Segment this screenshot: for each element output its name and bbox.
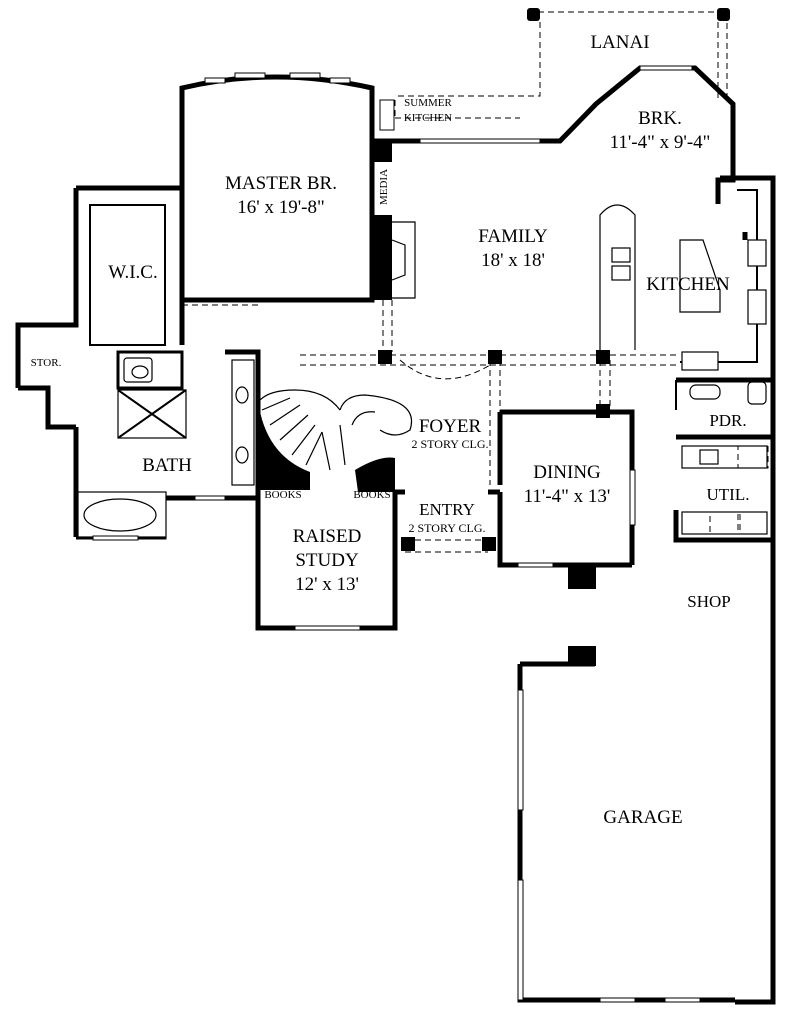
media-label: MEDIA	[378, 169, 390, 205]
opening-lines	[182, 100, 676, 553]
master-dims: 16' x 19'-8"	[237, 197, 324, 218]
brk-dims: 11'-4" x 9'-4"	[610, 132, 711, 153]
shop-label: SHOP	[687, 592, 730, 611]
spiral-stairs	[259, 389, 413, 471]
foyer-label: FOYER	[419, 416, 482, 437]
garage-label: GARAGE	[603, 807, 682, 828]
kitchen-fixtures	[599, 204, 767, 371]
family-dims: 18' x 18'	[481, 250, 545, 271]
util-label: UTIL.	[707, 485, 750, 504]
master-label: MASTER BR.	[225, 173, 337, 194]
foyer-note: 2 STORY CLG.	[411, 437, 488, 451]
study-dims: 12' x 13'	[295, 574, 359, 595]
study-label: RAISED	[293, 526, 362, 547]
books-left-label: BOOKS	[264, 489, 301, 501]
summer-kitchen-label: SUMMER	[404, 97, 452, 109]
summer-kitchen-label-2: KITCHEN	[404, 112, 452, 124]
wic-label: W.I.C.	[108, 262, 157, 283]
brk-label: BRK.	[638, 108, 682, 129]
family-label: FAMILY	[478, 226, 548, 247]
fireplace	[391, 221, 416, 299]
windows	[92, 65, 701, 1003]
dining-label: DINING	[533, 462, 601, 483]
room-labels: LANAI SUMMER KITCHEN BRK. 11'-4" x 9'-4"…	[31, 32, 750, 828]
stor-label: STOR.	[31, 357, 62, 369]
columns	[258, 140, 610, 666]
books-right-label: BOOKS	[353, 489, 390, 501]
bath-fixtures	[77, 357, 255, 538]
bath-label: BATH	[142, 455, 192, 476]
utility-fixtures	[681, 381, 769, 535]
lanai-outline	[395, 8, 730, 119]
entry-label: ENTRY	[419, 500, 475, 519]
kitchen-label: KITCHEN	[646, 274, 730, 295]
lanai-label: LANAI	[590, 32, 649, 53]
dining-dims: 11'-4" x 13'	[524, 486, 611, 507]
pdr-label: PDR.	[709, 411, 746, 430]
study-label-2: STUDY	[295, 550, 359, 571]
entry-note: 2 STORY CLG.	[408, 521, 485, 535]
